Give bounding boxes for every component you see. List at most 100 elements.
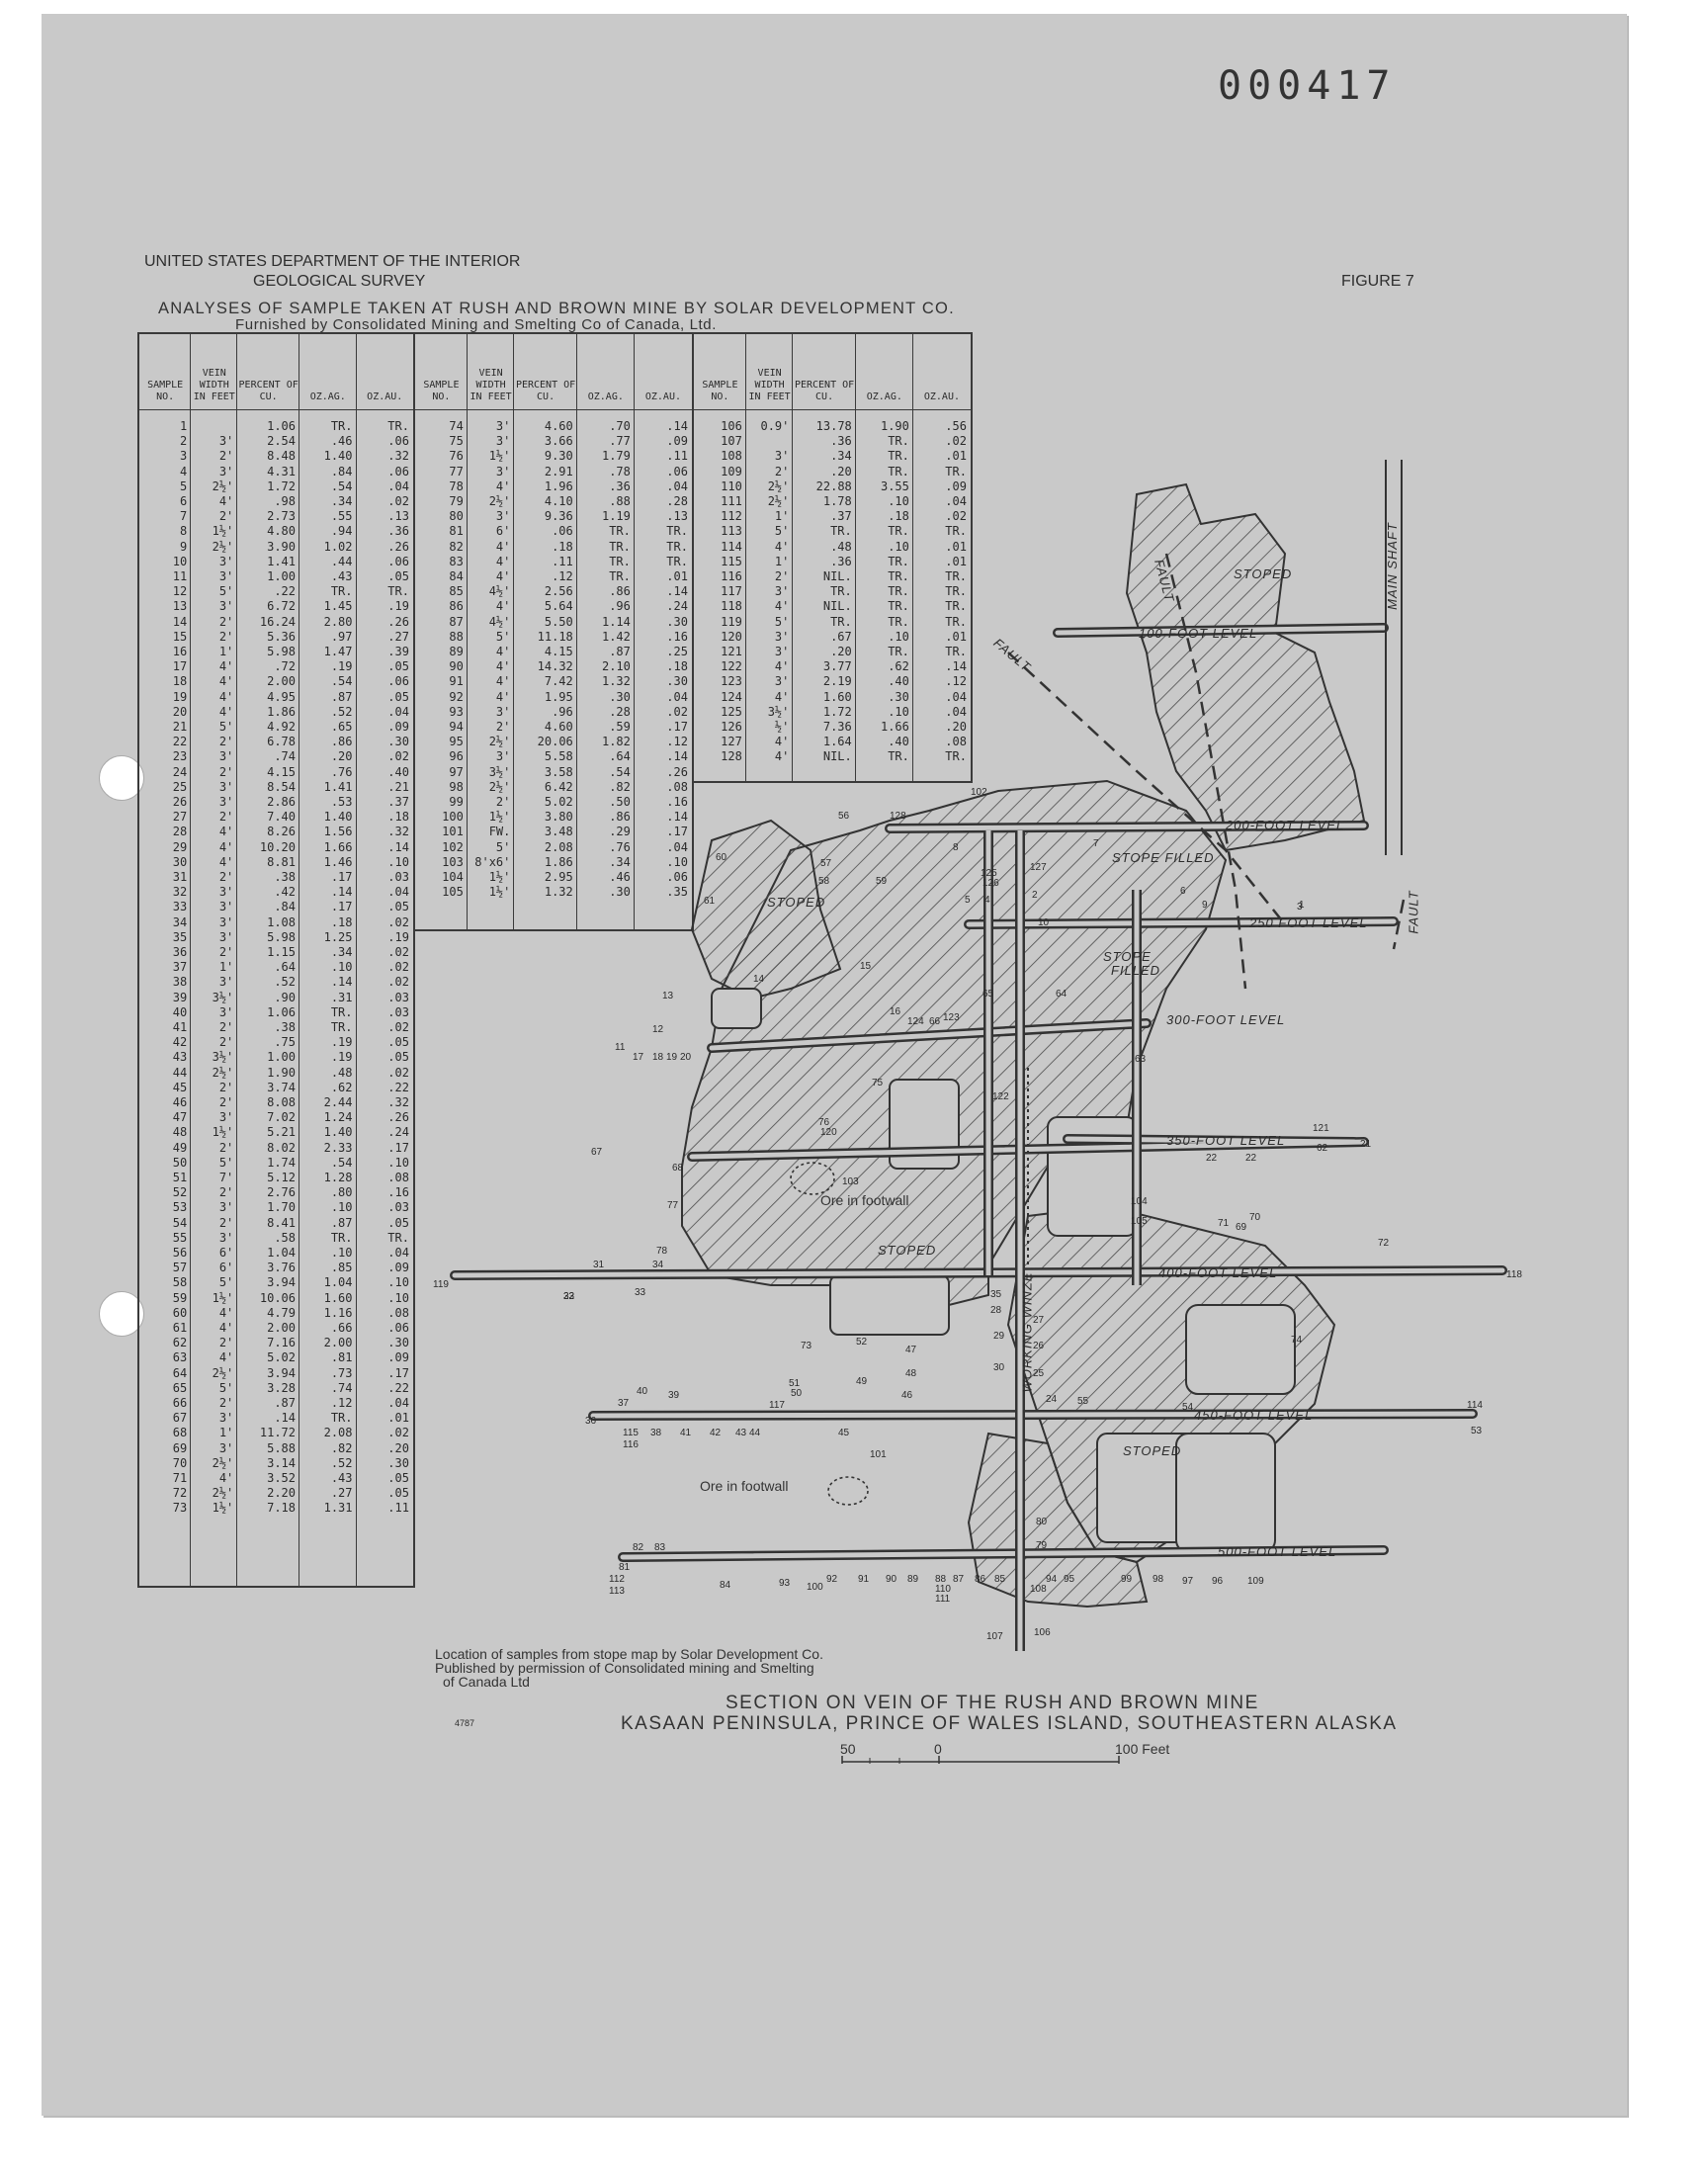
table-cell: 7	[180, 509, 188, 524]
table-cell: .04	[666, 478, 688, 493]
table-cell: 6.78	[267, 735, 296, 749]
table-cell: .84	[330, 464, 353, 478]
table-cell: .08	[666, 779, 688, 794]
table-cell: 1'	[218, 1426, 234, 1440]
table-cell: TR.	[666, 539, 688, 554]
table-column-divider	[466, 334, 468, 929]
table-cell: 1½'	[488, 885, 511, 900]
table-cell: 108	[721, 449, 742, 464]
table-cell: 102	[442, 839, 464, 854]
sample-marker: 77	[667, 1200, 679, 1211]
table-cell: 74	[449, 419, 464, 433]
table-cell: 94	[449, 720, 464, 734]
table-cell: 4.79	[267, 1305, 296, 1320]
table-cell: NIL.	[822, 569, 852, 583]
table-cell: 2½'	[212, 1486, 234, 1501]
table-cell: .02	[387, 494, 409, 508]
sample-marker: 105	[1131, 1216, 1148, 1227]
table-cell: .38	[274, 1020, 296, 1034]
table-cell: .34	[830, 449, 852, 464]
table-cell: .46	[330, 434, 353, 449]
table-cell: .30	[666, 674, 688, 689]
table-cell: 16	[172, 645, 188, 658]
table-cell: 55	[172, 1230, 188, 1245]
sample-marker: 54	[1182, 1402, 1194, 1413]
label-350-foot-level: 350-FOOT LEVEL	[1166, 1133, 1286, 1148]
table-cell: 1.04	[267, 1246, 296, 1260]
table-cell: TR.	[330, 1230, 353, 1245]
sample-marker: 28	[990, 1305, 1002, 1316]
table-cell: 6.42	[544, 779, 573, 794]
sample-marker: 126	[982, 878, 999, 889]
sample-marker: 73	[801, 1341, 812, 1351]
table-cell: .05	[387, 569, 409, 583]
table-cell: .98	[274, 494, 296, 508]
table-cell: 1.70	[267, 1200, 296, 1215]
table-cell: .12	[552, 569, 573, 583]
table-cell: .43	[330, 1471, 353, 1485]
label-450-foot-level: 450-FOOT LEVEL	[1194, 1408, 1314, 1423]
table-cell: .10	[888, 629, 909, 644]
table-cell: 1.40	[323, 449, 353, 464]
table-title: ANALYSES OF SAMPLE TAKEN AT RUSH AND BRO…	[158, 300, 955, 317]
sample-marker: 84	[720, 1580, 731, 1591]
table-header-cell: OZ.AU.	[367, 392, 403, 402]
table-cell: .21	[387, 779, 409, 794]
table-cell: .52	[330, 1455, 353, 1470]
table-cell: TR.	[609, 554, 631, 568]
sample-marker: 22	[1206, 1153, 1218, 1164]
figure-label: FIGURE 7	[1341, 273, 1414, 290]
table-cell: 1.82	[601, 735, 631, 749]
table-cell: 2'	[495, 795, 511, 809]
table-cell: .36	[609, 478, 631, 493]
table-cell: .06	[666, 464, 688, 478]
table-cell: 1.96	[544, 478, 573, 493]
table-cell: 31	[172, 870, 188, 884]
table-cell: 5	[180, 478, 188, 493]
table-cell: 2½'	[212, 1455, 234, 1470]
sample-marker: 66	[929, 1016, 941, 1027]
table-cell: 1'	[774, 509, 790, 524]
sample-marker: 30	[993, 1362, 1005, 1373]
sample-marker: 125	[981, 868, 997, 879]
sample-marker: 76	[818, 1117, 830, 1128]
sample-marker: 107	[986, 1631, 1003, 1642]
table-cell: 2'	[218, 614, 234, 629]
table-cell: 2.73	[267, 509, 296, 524]
sample-marker: 24	[1046, 1394, 1058, 1405]
table-cell: .16	[666, 629, 688, 644]
table-cell: 3.94	[267, 1365, 296, 1380]
table-cell: 2.33	[323, 1140, 353, 1155]
table-cell: 4'	[495, 569, 511, 583]
table-cell: 11.72	[259, 1426, 296, 1440]
table-cell: 1.00	[267, 1050, 296, 1065]
table-cell: .19	[387, 599, 409, 614]
sample-marker: 69	[1236, 1222, 1247, 1233]
table-cell: .27	[387, 629, 409, 644]
table-cell: 2.76	[267, 1185, 296, 1200]
table-cell: 3½'	[488, 764, 511, 779]
table-cell: 3.14	[267, 1455, 296, 1470]
table-cell: 2.00	[267, 1321, 296, 1335]
table-cell: 1	[180, 419, 188, 433]
table-cell: 2'	[218, 1140, 234, 1155]
table-cell: .06	[387, 464, 409, 478]
sample-marker: 61	[704, 896, 716, 907]
table-cell: 1½'	[212, 1125, 234, 1140]
table-cell: .46	[609, 870, 631, 884]
table-cell: 1.95	[544, 689, 573, 704]
table-cell: .19	[330, 1050, 353, 1065]
sample-marker: 50	[791, 1388, 803, 1399]
table-cell: 1.42	[601, 629, 631, 644]
table-cell: TR.	[330, 1004, 353, 1019]
table-cell: .58	[274, 1230, 296, 1245]
table-cell: 3½'	[767, 704, 790, 719]
table-cell: .64	[274, 960, 296, 975]
sample-marker: 35	[990, 1289, 1002, 1300]
table-cell: .05	[387, 1471, 409, 1485]
table-cell: .87	[330, 1215, 353, 1230]
table-cell: 1.60	[323, 1290, 353, 1305]
sample-marker: 4	[984, 895, 990, 906]
table-cell: 1.72	[822, 704, 852, 719]
table-cell: .06	[387, 434, 409, 449]
